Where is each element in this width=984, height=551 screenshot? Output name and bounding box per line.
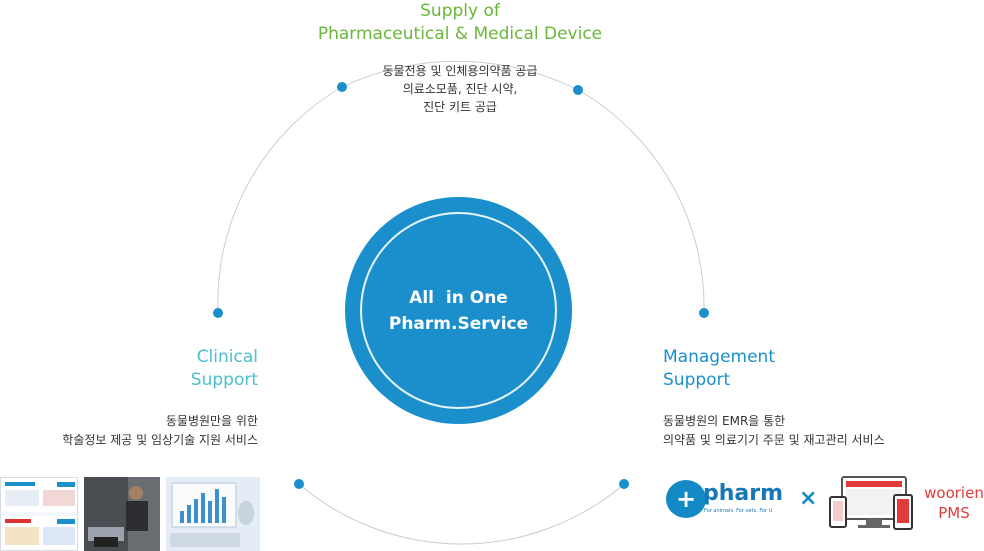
training-photo-thumbnail (84, 477, 160, 551)
clinical-title-line2: Support (190, 370, 258, 390)
management-title: Management Support (663, 346, 863, 392)
supply-desc-line1: 동물전용 및 인체용의약품 공급 (382, 64, 538, 78)
dot-bottom-left (294, 479, 304, 489)
supply-title-line1: Supply of (420, 1, 500, 21)
management-desc-line2: 의약품 및 의료기기 주문 및 재고관리 서비스 (663, 433, 885, 447)
supply-title-line2: Pharmaceutical & Medical Device (317, 24, 603, 44)
pharm-plus-icon: + (666, 480, 706, 518)
pharm-wordmark: pharm (703, 481, 784, 506)
pharm-tagline: For animals, For vets, For U (704, 508, 773, 514)
devices-screenshot-icon (829, 476, 913, 530)
center-label: All in One Pharm.Service (360, 212, 557, 409)
management-title-line2: Support (663, 370, 731, 390)
clinical-description: 동물병원만을 위한 학술정보 제공 및 임상기술 지원 서비스 (0, 412, 258, 450)
pms-word: PMS (938, 504, 970, 522)
arc-top (341, 60, 579, 91)
management-desc-line1: 동물병원의 EMR을 통한 (663, 414, 786, 428)
center-all: All (409, 287, 434, 308)
supply-title: Supply of Pharmaceutical & Medical Devic… (260, 0, 660, 46)
dot-right (699, 308, 709, 318)
supply-desc-line3: 진단 키트 공급 (423, 100, 497, 114)
center-line1: All in One (409, 285, 508, 311)
center-circle: All in One Pharm.Service (345, 197, 572, 424)
clinical-desc-line1: 동물병원만을 위한 (165, 414, 258, 428)
clinical-desc-line2: 학술정보 제공 및 임상기술 지원 서비스 (62, 433, 258, 447)
arc-right (577, 89, 705, 314)
academic-info-thumbnail (0, 477, 78, 551)
clinical-title: Clinical Support (120, 346, 258, 392)
dot-top-right (573, 85, 583, 95)
dot-bottom-right (619, 479, 629, 489)
clinical-title-line1: Clinical (196, 347, 258, 367)
pharm-logo: + pharm For animals, For vets, For U (666, 480, 794, 520)
dot-top-left (337, 82, 347, 92)
management-description: 동물병원의 EMR을 통한 의약품 및 의료기기 주문 및 재고관리 서비스 (663, 412, 963, 450)
lecture-photo-icon (84, 477, 160, 551)
dot-left (213, 308, 223, 318)
woorien-word: woorien (924, 484, 984, 502)
center-line2: Pharm.Service (388, 313, 529, 334)
supply-description: 동물전용 및 인체용의약품 공급 의료소모품, 진단 시약, 진단 키트 공급 (300, 62, 620, 116)
analytics-chart-thumbnail (166, 477, 260, 551)
arc-bottom (298, 483, 625, 545)
collaboration-x-icon: × (799, 486, 818, 511)
supply-desc-line2: 의료소모품, 진단 시약, (402, 82, 518, 96)
center-in-one: in One (445, 287, 508, 308)
bar-chart-screen-icon (166, 477, 260, 551)
document-preview-icon (1, 478, 77, 550)
management-title-line1: Management (663, 347, 775, 367)
arc-left (217, 86, 343, 314)
woorien-pms-logo: woorien PMS (912, 483, 984, 523)
